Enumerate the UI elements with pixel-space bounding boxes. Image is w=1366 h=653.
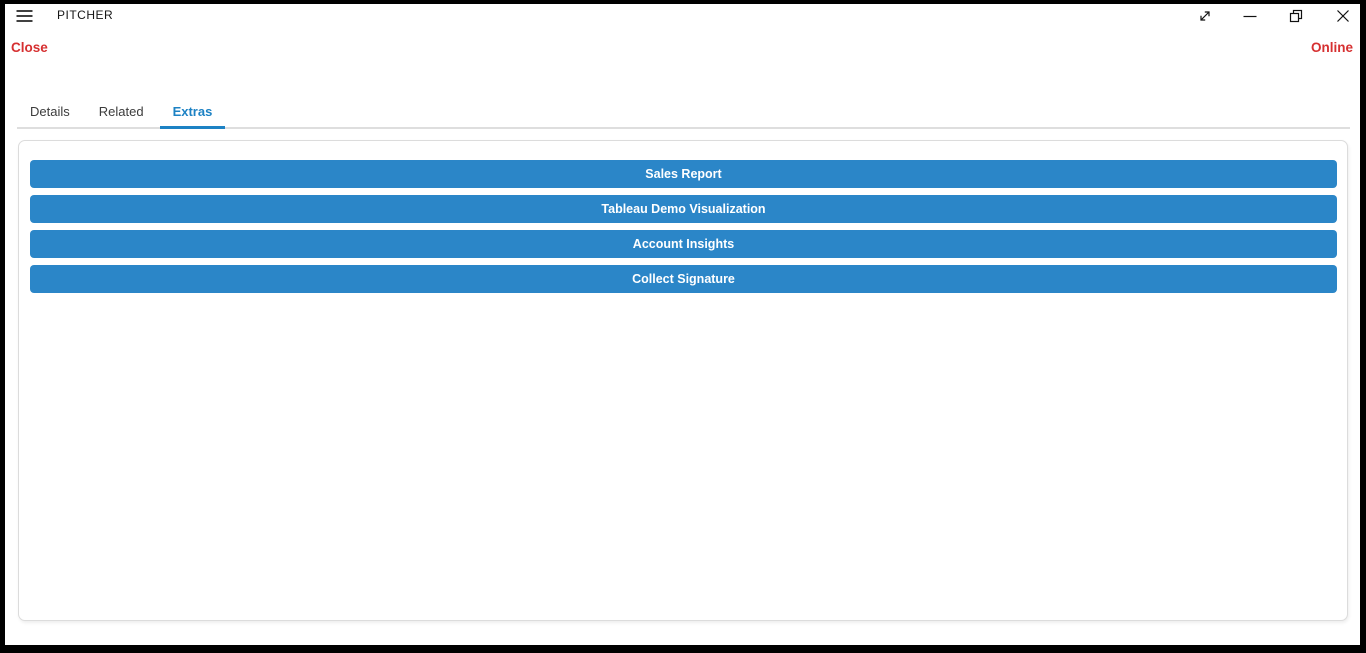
hamburger-menu-button[interactable] xyxy=(14,7,34,25)
restore-window-button[interactable] xyxy=(1287,7,1305,25)
close-link[interactable]: Close xyxy=(11,40,48,55)
tabbar: Details Related Extras xyxy=(17,98,1350,129)
expand-icon xyxy=(1197,8,1213,24)
restore-icon xyxy=(1288,8,1304,24)
minimize-window-button[interactable] xyxy=(1241,7,1259,25)
close-icon xyxy=(1335,8,1351,24)
titlebar: PITCHER xyxy=(0,0,1366,32)
collect-signature-button[interactable]: Collect Signature xyxy=(30,265,1337,293)
minimize-icon xyxy=(1242,8,1258,24)
online-status-badge[interactable]: Online xyxy=(1310,40,1353,55)
account-insights-button[interactable]: Account Insights xyxy=(30,230,1337,258)
hamburger-icon xyxy=(16,9,33,23)
sales-report-button[interactable]: Sales Report xyxy=(30,160,1337,188)
close-window-button[interactable] xyxy=(1334,7,1352,25)
app-title: PITCHER xyxy=(57,8,114,22)
tableau-demo-visualization-button[interactable]: Tableau Demo Visualization xyxy=(30,195,1337,223)
tab-details[interactable]: Details xyxy=(17,98,83,129)
tab-related[interactable]: Related xyxy=(86,98,157,129)
expand-window-button[interactable] xyxy=(1196,7,1214,25)
window-controls xyxy=(0,7,1366,25)
tab-extras[interactable]: Extras xyxy=(159,98,226,129)
extras-content-panel: Sales Report Tableau Demo Visualization … xyxy=(18,140,1348,621)
